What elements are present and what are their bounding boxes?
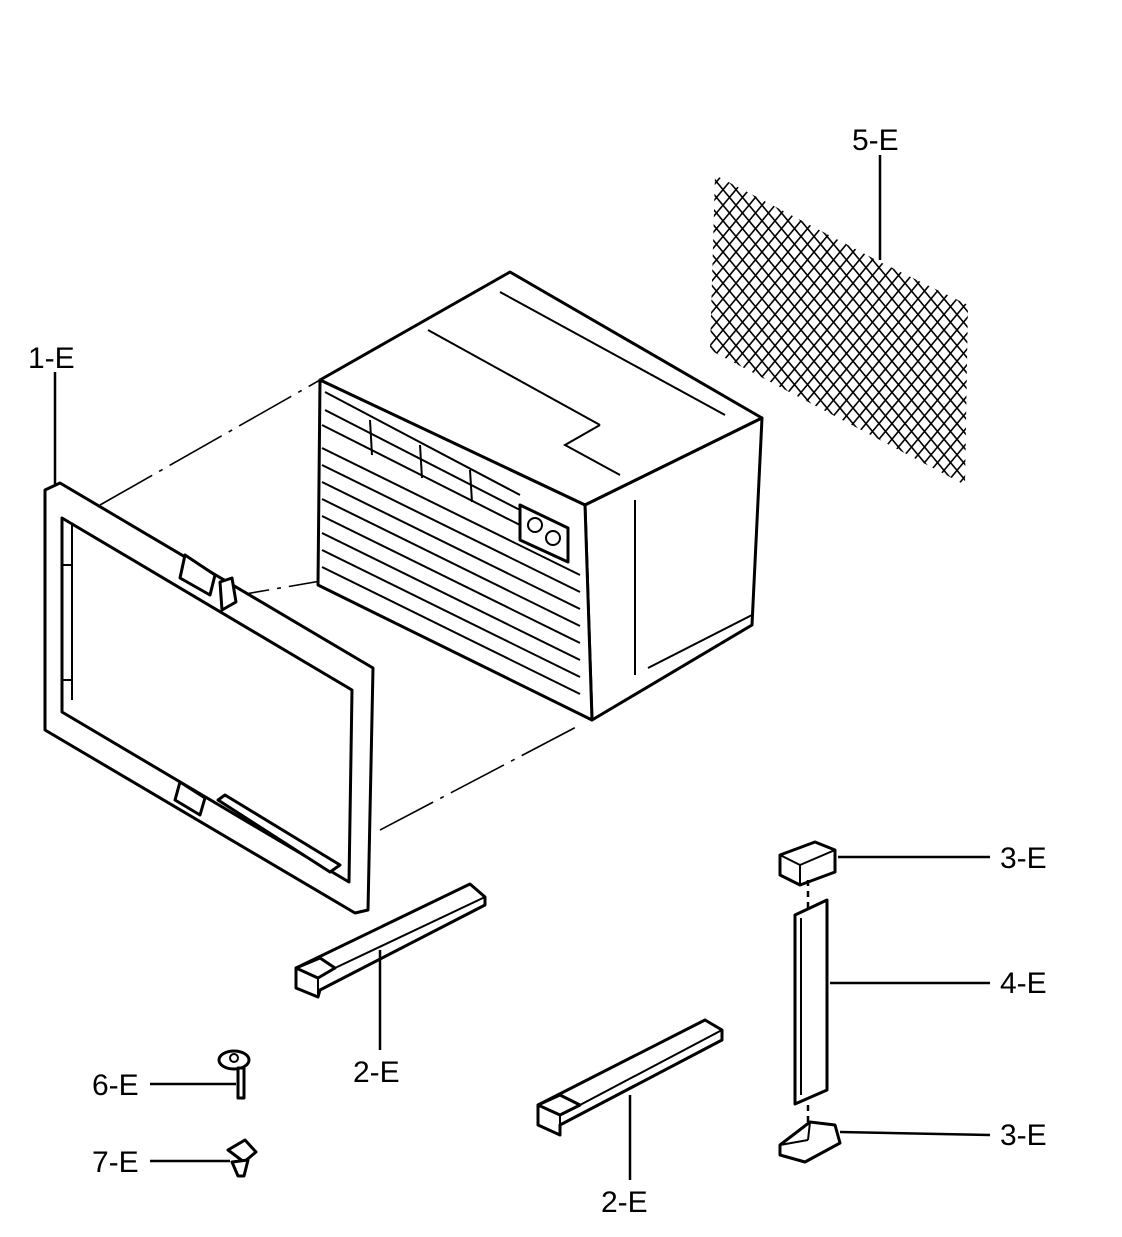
screw-icon	[217, 1049, 251, 1100]
front-louvers	[321, 391, 581, 695]
mesh-strand	[923, 175, 968, 485]
mesh-strand	[858, 175, 968, 485]
mesh-strand	[1015, 150, 1122, 510]
mesh-strand	[949, 175, 968, 485]
mesh-strand	[1002, 150, 1122, 510]
mesh-strand	[936, 175, 968, 485]
air-conditioner-unit	[316, 270, 764, 722]
mesh-strand	[989, 150, 1122, 510]
mesh-strand	[710, 175, 809, 485]
label-panel: 4-E	[1000, 967, 1047, 1000]
foam-block-bottom	[778, 1120, 842, 1164]
mesh-strand	[710, 175, 783, 485]
mesh-strand	[710, 175, 770, 485]
mesh-strand	[976, 150, 1122, 510]
mesh-strand	[923, 175, 968, 485]
unit-front	[316, 378, 594, 722]
control-knob-icon	[527, 517, 543, 533]
side-rail-rear	[536, 1018, 724, 1137]
mesh-strand	[1080, 150, 1122, 510]
mesh-strand	[1067, 150, 1122, 510]
mesh-strand	[1054, 150, 1122, 510]
mesh-strand	[989, 150, 1122, 510]
mesh-strand	[1028, 150, 1122, 510]
mesh-strand	[1002, 150, 1122, 510]
mesh-strand	[1093, 150, 1122, 510]
label-screw: 6-E	[92, 1069, 139, 1102]
mesh-strand	[710, 175, 822, 485]
mesh-strand	[845, 175, 968, 485]
label-block-bottom: 3-E	[1000, 1119, 1047, 1152]
mesh-strand	[845, 175, 968, 485]
mesh-strand	[832, 175, 968, 485]
mesh-strand	[1015, 150, 1122, 510]
label-mesh: 5-E	[852, 124, 899, 157]
mesh-strand	[949, 175, 968, 485]
control-knob-icon	[545, 530, 561, 546]
mesh-strand	[710, 175, 796, 485]
mesh-strand	[1041, 150, 1122, 510]
label-rail-rear: 2-E	[601, 1186, 648, 1219]
mesh-strand	[897, 175, 968, 485]
window-frame	[43, 481, 375, 915]
mesh-strand	[962, 175, 968, 485]
mesh-strand	[1028, 150, 1122, 510]
mesh-strand	[962, 175, 968, 485]
mesh-strand	[832, 175, 968, 485]
label-rail-front: 2-E	[353, 1056, 400, 1089]
mesh-strand	[936, 175, 968, 485]
mesh-strand	[910, 175, 968, 485]
mesh-strand	[884, 175, 968, 485]
mesh-strand	[871, 175, 968, 485]
mesh-strand	[1041, 150, 1122, 510]
foam-panel	[793, 898, 829, 1106]
mesh-strand	[1093, 150, 1122, 510]
mesh-strand	[976, 150, 1122, 510]
side-rail-front	[294, 882, 487, 999]
mesh-strand	[884, 175, 968, 485]
label-frame: 1-E	[28, 342, 75, 375]
mesh-strand	[871, 175, 968, 485]
mesh-strand	[1054, 150, 1122, 510]
mesh-strand	[858, 175, 968, 485]
mesh-strand	[1067, 150, 1122, 510]
leader-lines	[53, 155, 991, 1180]
clip-icon	[226, 1138, 258, 1178]
label-block-top: 3-E	[1000, 842, 1047, 875]
label-clip: 7-E	[92, 1146, 139, 1179]
foam-block-top	[778, 840, 837, 887]
mesh-strand	[1080, 150, 1122, 510]
control-panel	[518, 503, 570, 564]
